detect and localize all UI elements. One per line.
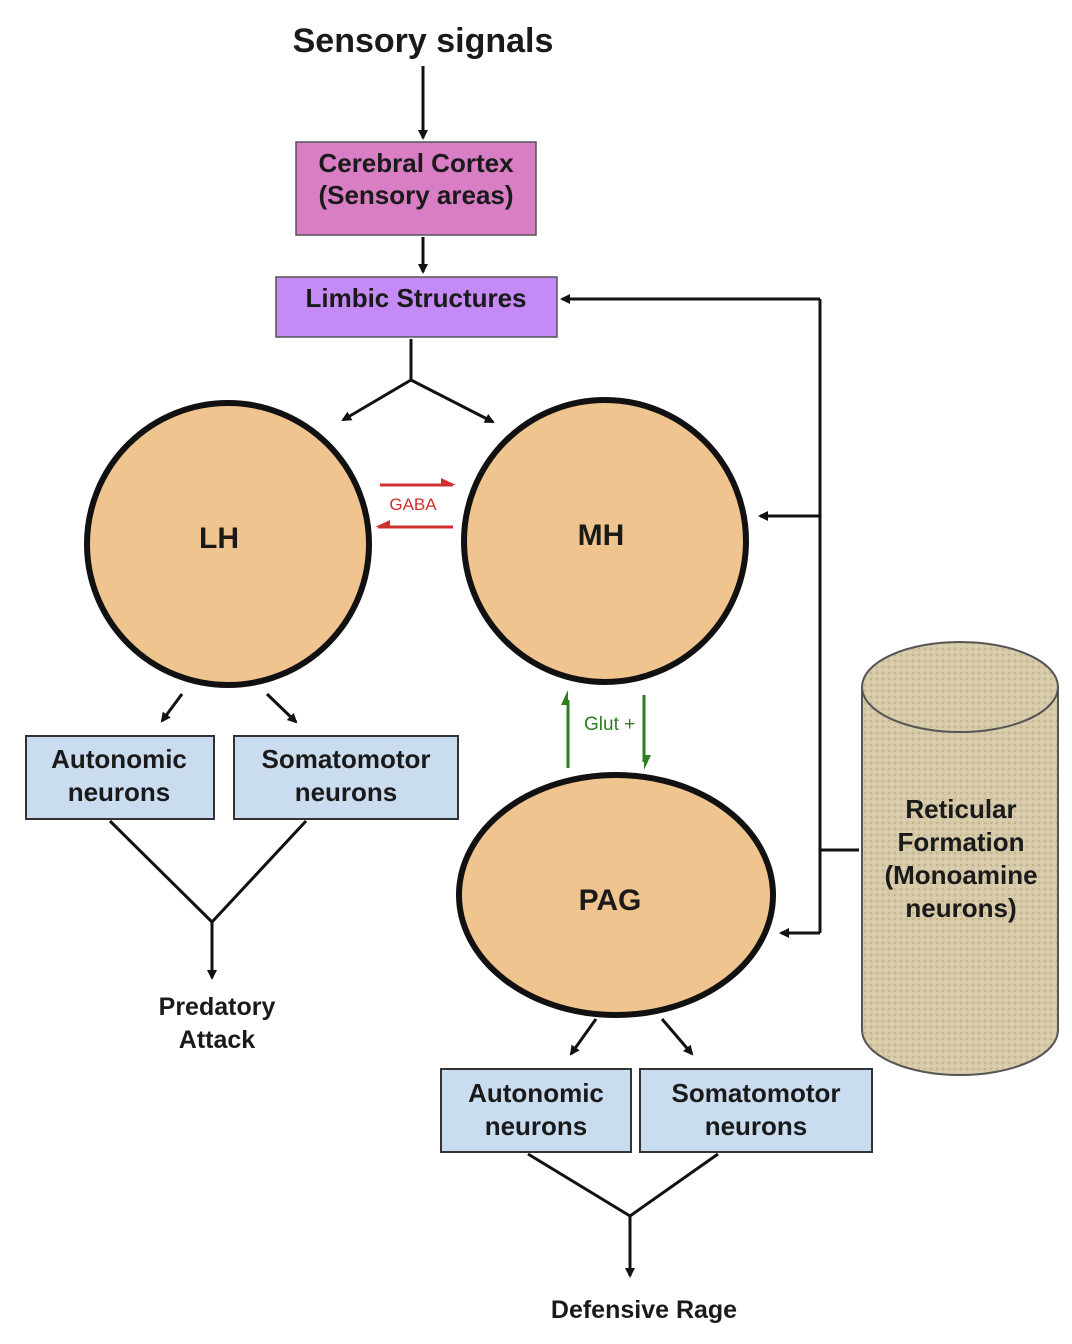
limbic-structures-box: Limbic Structures <box>275 276 558 338</box>
lh-label: LH <box>199 522 239 555</box>
arrow-lh-to-somatomotor <box>265 692 298 724</box>
defensive-rage-label: Defensive Rage <box>551 1296 737 1324</box>
gaba-connection: GABA <box>375 478 456 529</box>
pag-nucleus: PAG <box>456 772 776 1018</box>
mh-label: MH <box>578 519 625 552</box>
limbic-structures-label: Limbic Structures <box>305 283 526 313</box>
pag-somatomotor-label-line2: neurons <box>705 1111 808 1141</box>
lh-autonomic-label-line2: neurons <box>68 777 171 807</box>
glut-label: Glut + <box>584 714 635 735</box>
reticular-formation-cylinder: Reticular Formation (Monoamine neurons) <box>861 641 1059 1076</box>
lh-nucleus: LH <box>84 400 372 688</box>
lh-somatomotor-label-line2: neurons <box>295 777 398 807</box>
arrow-to-predatory-attack <box>108 819 308 980</box>
reticular-feedback-lines <box>560 294 859 938</box>
arrow-pag-to-somatomotor <box>660 1018 694 1056</box>
predatory-attack-label-line1: Predatory <box>159 993 276 1021</box>
mh-nucleus: MH <box>461 397 749 685</box>
reticular-label-line3: (Monoamine <box>884 860 1037 890</box>
lh-autonomic-label-line1: Autonomic <box>51 744 187 774</box>
pag-autonomic-neurons-box: Autonomic neurons <box>440 1068 632 1153</box>
arrow-to-defensive-rage <box>527 1152 719 1278</box>
diagram-title: Sensory signals <box>293 22 554 60</box>
reticular-label-line4: neurons) <box>905 893 1016 923</box>
lh-somatomotor-neurons-box: Somatomotor neurons <box>233 735 459 820</box>
reticular-label-line1: Reticular <box>905 794 1016 824</box>
cerebral-cortex-label-line2: (Sensory areas) <box>318 180 513 210</box>
arrow-lh-to-autonomic <box>160 693 184 723</box>
arrow-pag-to-autonomic <box>569 1018 598 1056</box>
pag-autonomic-label-line2: neurons <box>485 1111 588 1141</box>
arrow-limbic-split <box>341 339 495 424</box>
pag-label: PAG <box>579 884 642 917</box>
pag-autonomic-label-line1: Autonomic <box>468 1078 604 1108</box>
pag-somatomotor-neurons-box: Somatomotor neurons <box>639 1068 873 1153</box>
lh-autonomic-neurons-box: Autonomic neurons <box>25 735 215 820</box>
cerebral-cortex-box: Cerebral Cortex (Sensory areas) <box>295 141 537 236</box>
cerebral-cortex-label-line1: Cerebral Cortex <box>318 148 514 178</box>
lh-somatomotor-label-line1: Somatomotor <box>262 744 431 774</box>
predatory-attack-label-line2: Attack <box>179 1026 256 1054</box>
reticular-label-line2: Formation <box>897 827 1024 857</box>
pag-somatomotor-label-line1: Somatomotor <box>672 1078 841 1108</box>
glut-connection: Glut + <box>561 690 651 770</box>
gaba-label: GABA <box>389 495 437 514</box>
